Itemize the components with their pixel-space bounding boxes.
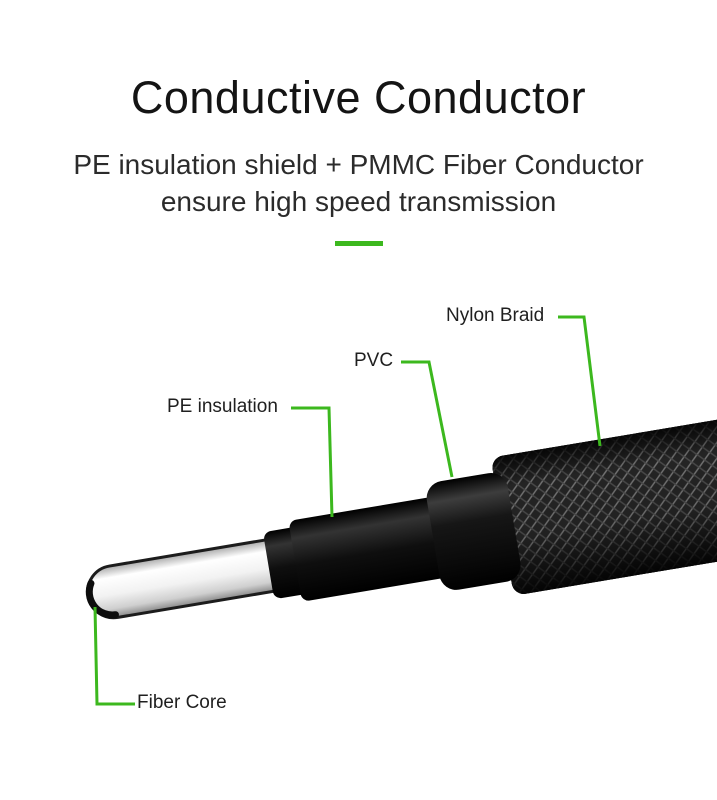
pvc-callout-line [401,360,454,478]
pe-insulation-callout-line [291,406,334,518]
fiber-core-label: Fiber Core [137,692,227,713]
accent-divider [334,241,383,246]
subtitle-line-1: PE insulation shield + PMMC Fiber Conduc… [73,149,644,180]
nylon-braid-callout-line [558,315,602,447]
pvc-collar-graphic [426,473,521,590]
nylon-braid-graphic [492,403,717,594]
pvc-label: PVC [354,350,394,371]
page-title: Conductive Conductor [130,72,587,123]
nylon-braid-label: Nylon Braid [446,305,545,326]
page-subtitle: PE insulation shield + PMMC Fiber Conduc… [0,146,717,220]
pe-insulation-graphic [264,495,463,601]
subtitle-line-2: ensure high speed transmission [160,186,557,217]
pe-insulation-label: PE insulation [167,396,278,417]
fiber-core-tip-shadow [85,579,119,619]
cable-graphic [85,403,717,620]
fiber-core-callout-line [93,606,135,706]
